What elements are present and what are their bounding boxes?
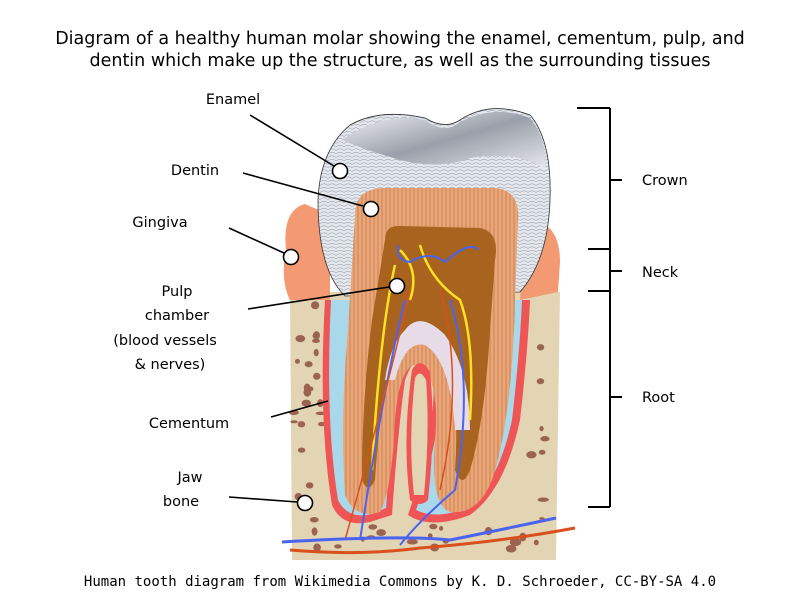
bone-spot [536,344,545,351]
bone-spot [334,544,342,549]
label-dentin: Dentin [171,163,219,179]
bone-spot [540,436,550,442]
bone-spot [294,358,300,364]
bone-spot [311,527,318,536]
attribution-caption: Human tooth diagram from Wikimedia Commo… [83,574,717,590]
pulp-leader [247,286,390,310]
region-crown: Crown [642,173,688,189]
bone-spot [439,525,444,531]
gingiva [283,204,560,300]
jaw-bone-leader [228,496,298,503]
label-pulp-4: & nerves) [135,357,206,373]
enamel-marker [331,162,349,180]
region-neck: Neck [642,265,679,281]
label-pulp-2: chamber [145,308,209,324]
gingiva-marker [282,248,300,266]
bone-spot [505,544,517,553]
cementum-leader [270,400,329,418]
bone-spot [536,378,545,385]
title-line-1: Diagram of a healthy human molar showing… [55,29,745,49]
region-root: Root [642,390,675,406]
dentin-marker [362,200,380,218]
label-bone: bone [163,494,199,510]
bone-spot [317,421,326,427]
bone-spot [303,383,311,393]
title-line-2: dentin which make up the structure, as w… [89,51,711,71]
bone-spot [429,523,438,530]
bone-spot [368,524,378,530]
bone-spot [509,538,522,547]
bone-spot [312,338,320,344]
jaw-bone-marker [296,494,314,512]
label-gingiva: Gingiva [132,215,187,231]
artery [289,526,576,555]
bone-spot [304,361,313,368]
bone-spot [313,372,321,380]
region-brackets [577,107,622,508]
diagram-title: Diagram of a healthy human molar showing… [0,28,800,72]
label-pulp-3: (blood vessels [113,333,217,349]
bone-spot [313,348,319,357]
bone-spot [313,543,321,552]
bone-spot [315,411,326,416]
label-pulp-1: Pulp [162,284,193,300]
dentin-leader [242,172,364,207]
bone-spot [305,482,314,489]
bone-spot [406,539,418,545]
bone-spot [311,518,317,522]
bone-spot [533,539,539,546]
vein [281,516,557,544]
gingiva-leader [228,227,285,254]
bone-spot [526,451,537,459]
bone-spot [538,449,546,455]
bone-spot [376,529,387,536]
bone-spot [295,335,306,343]
bone-spot [310,301,320,310]
bone-spot [290,420,298,424]
enamel-leader [249,114,335,167]
bone-spot [301,399,312,407]
bone-spot [539,425,544,432]
bone-spot [297,447,306,453]
label-jaw: Jaw [176,470,202,486]
label-cementum: Cementum [149,416,229,432]
bone-spot [297,421,306,428]
pulp-marker [388,277,406,295]
label-enamel: Enamel [206,92,260,108]
bone-spot [537,497,549,502]
bone-spot [312,333,318,339]
